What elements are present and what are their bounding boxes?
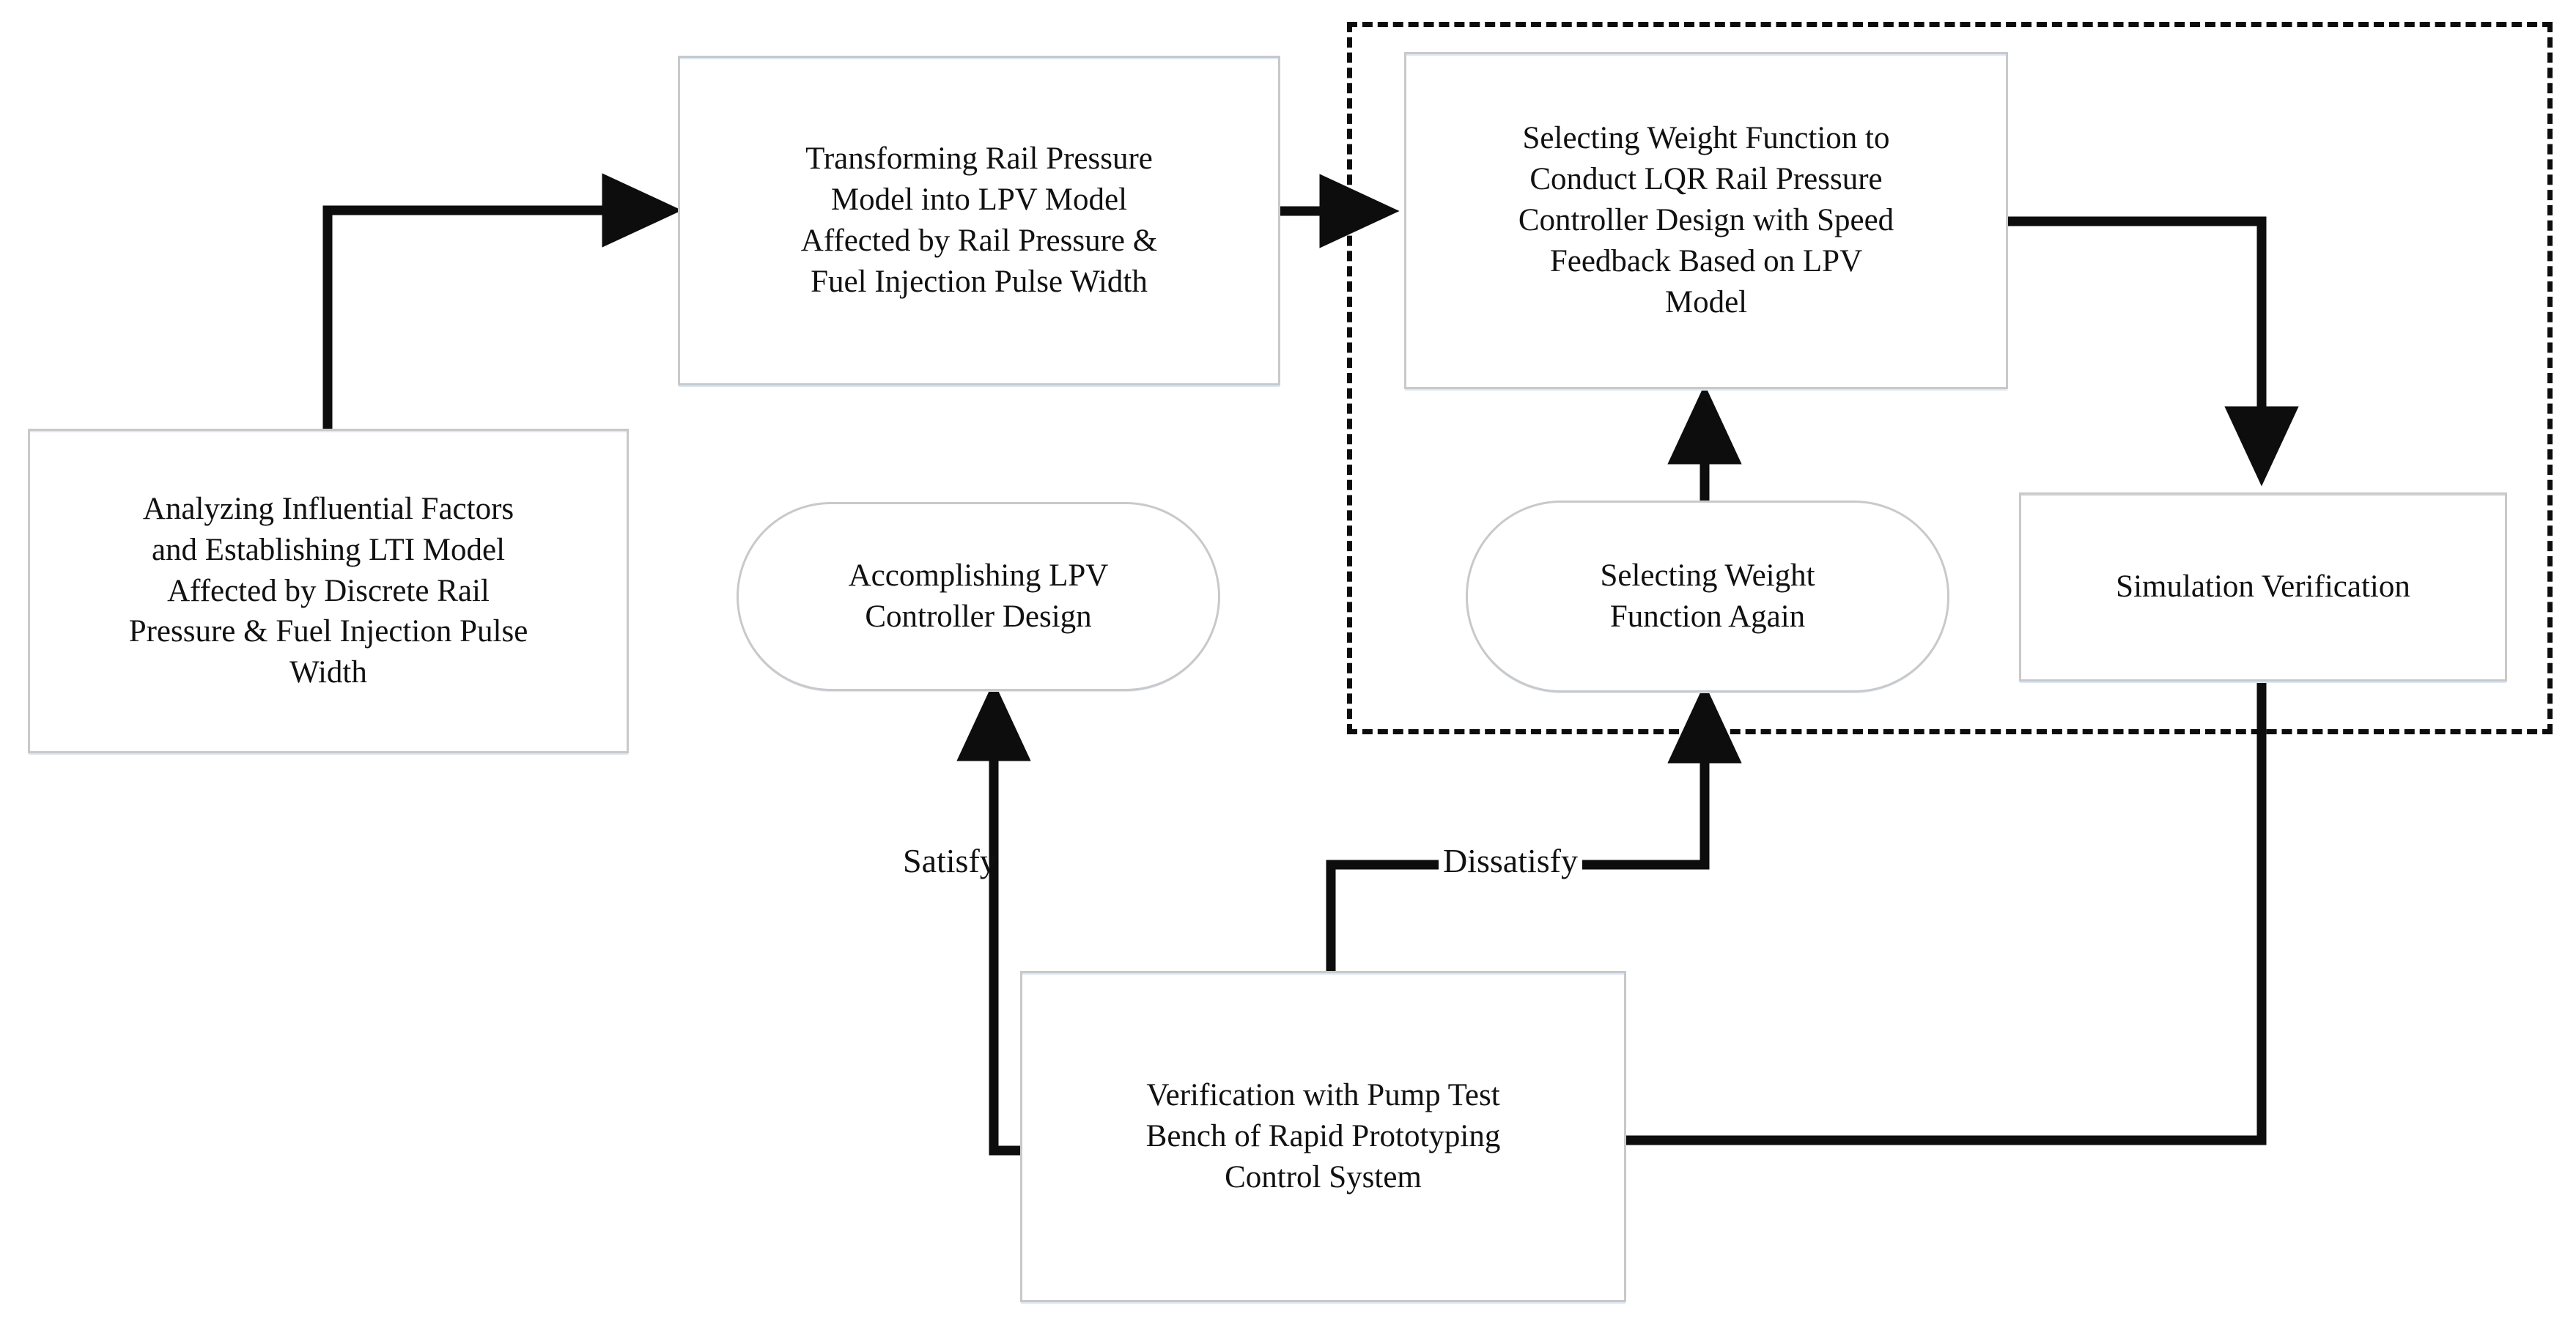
edge-label-satisfy: Satisfy [903,842,997,879]
node-accomplishing-lpv-controller-design[interactable]: Accomplishing LPV Controller Design [737,502,1220,691]
edge-analyzing-to-transforming [322,173,682,429]
node-selecting-weight-function-again[interactable]: Selecting Weight Function Again [1466,501,1949,693]
node-analyzing-lti-model[interactable]: Analyzing Influential Factors and Establ… [28,429,629,753]
edge-label-dissatisfy: Dissatisfy [1439,844,1582,878]
node-transforming-lpv-model[interactable]: Transforming Rail Pressure Model into LP… [678,56,1280,385]
node-selecting-weight-function-lqr-label: Selecting Weight Function to Conduct LQR… [1518,121,1894,320]
node-verification-pump-test-bench[interactable]: Verification with Pump Test Bench of Rap… [1020,971,1626,1302]
node-simulation-verification-label: Simulation Verification [2116,569,2410,605]
edge-verification-to-accomplishing-satisfy [956,681,1031,1156]
node-transforming-lpv-model-label: Transforming Rail Pressure Model into LP… [800,141,1158,299]
node-simulation-verification[interactable]: Simulation Verification [2019,492,2507,682]
edge-verification-to-selecting-again-dissatisfy [1326,683,1742,971]
node-verification-pump-test-bench-label: Verification with Pump Test Bench of Rap… [1145,1078,1501,1194]
node-accomplishing-lpv-controller-design-label: Accomplishing LPV Controller Design [848,558,1109,634]
node-selecting-weight-function-lqr[interactable]: Selecting Weight Function to Conduct LQR… [1404,52,2008,389]
node-selecting-weight-function-again-label: Selecting Weight Function Again [1600,558,1815,634]
edge-simulation-to-verification [1513,682,2267,1178]
node-analyzing-lti-model-label: Analyzing Influential Factors and Establ… [128,491,528,690]
